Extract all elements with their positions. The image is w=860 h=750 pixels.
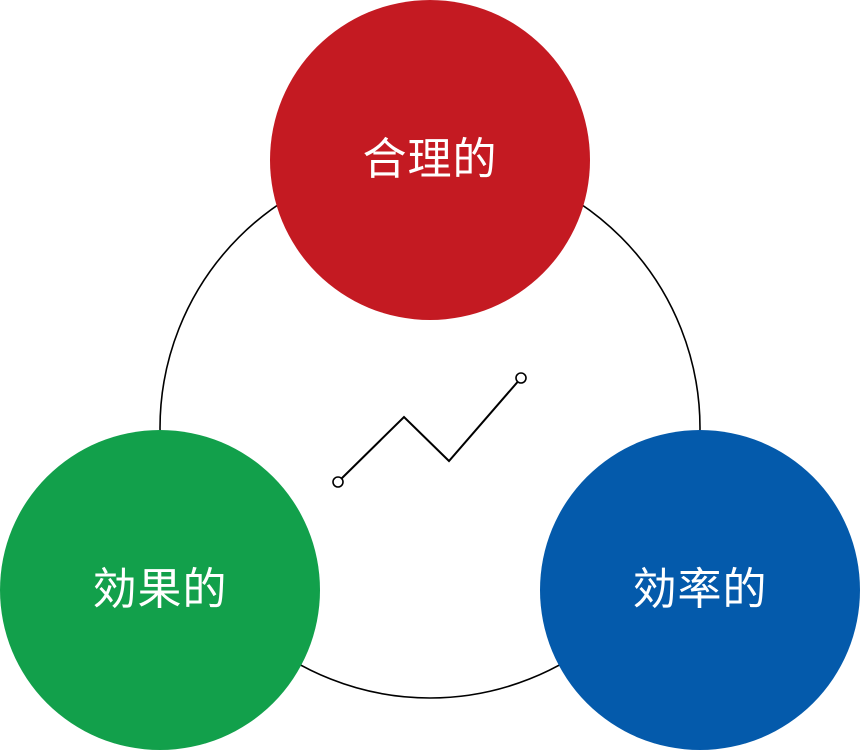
circle-node-reasonable: 合理的 <box>270 0 590 320</box>
node-label-reasonable: 合理的 <box>362 134 498 185</box>
trend-line-icon <box>332 372 527 488</box>
circle-node-effective: 効果的 <box>0 430 320 750</box>
node-label-efficient: 効率的 <box>632 564 768 615</box>
circle-node-efficient: 効率的 <box>540 430 860 750</box>
node-label-effective: 効果的 <box>92 564 228 615</box>
